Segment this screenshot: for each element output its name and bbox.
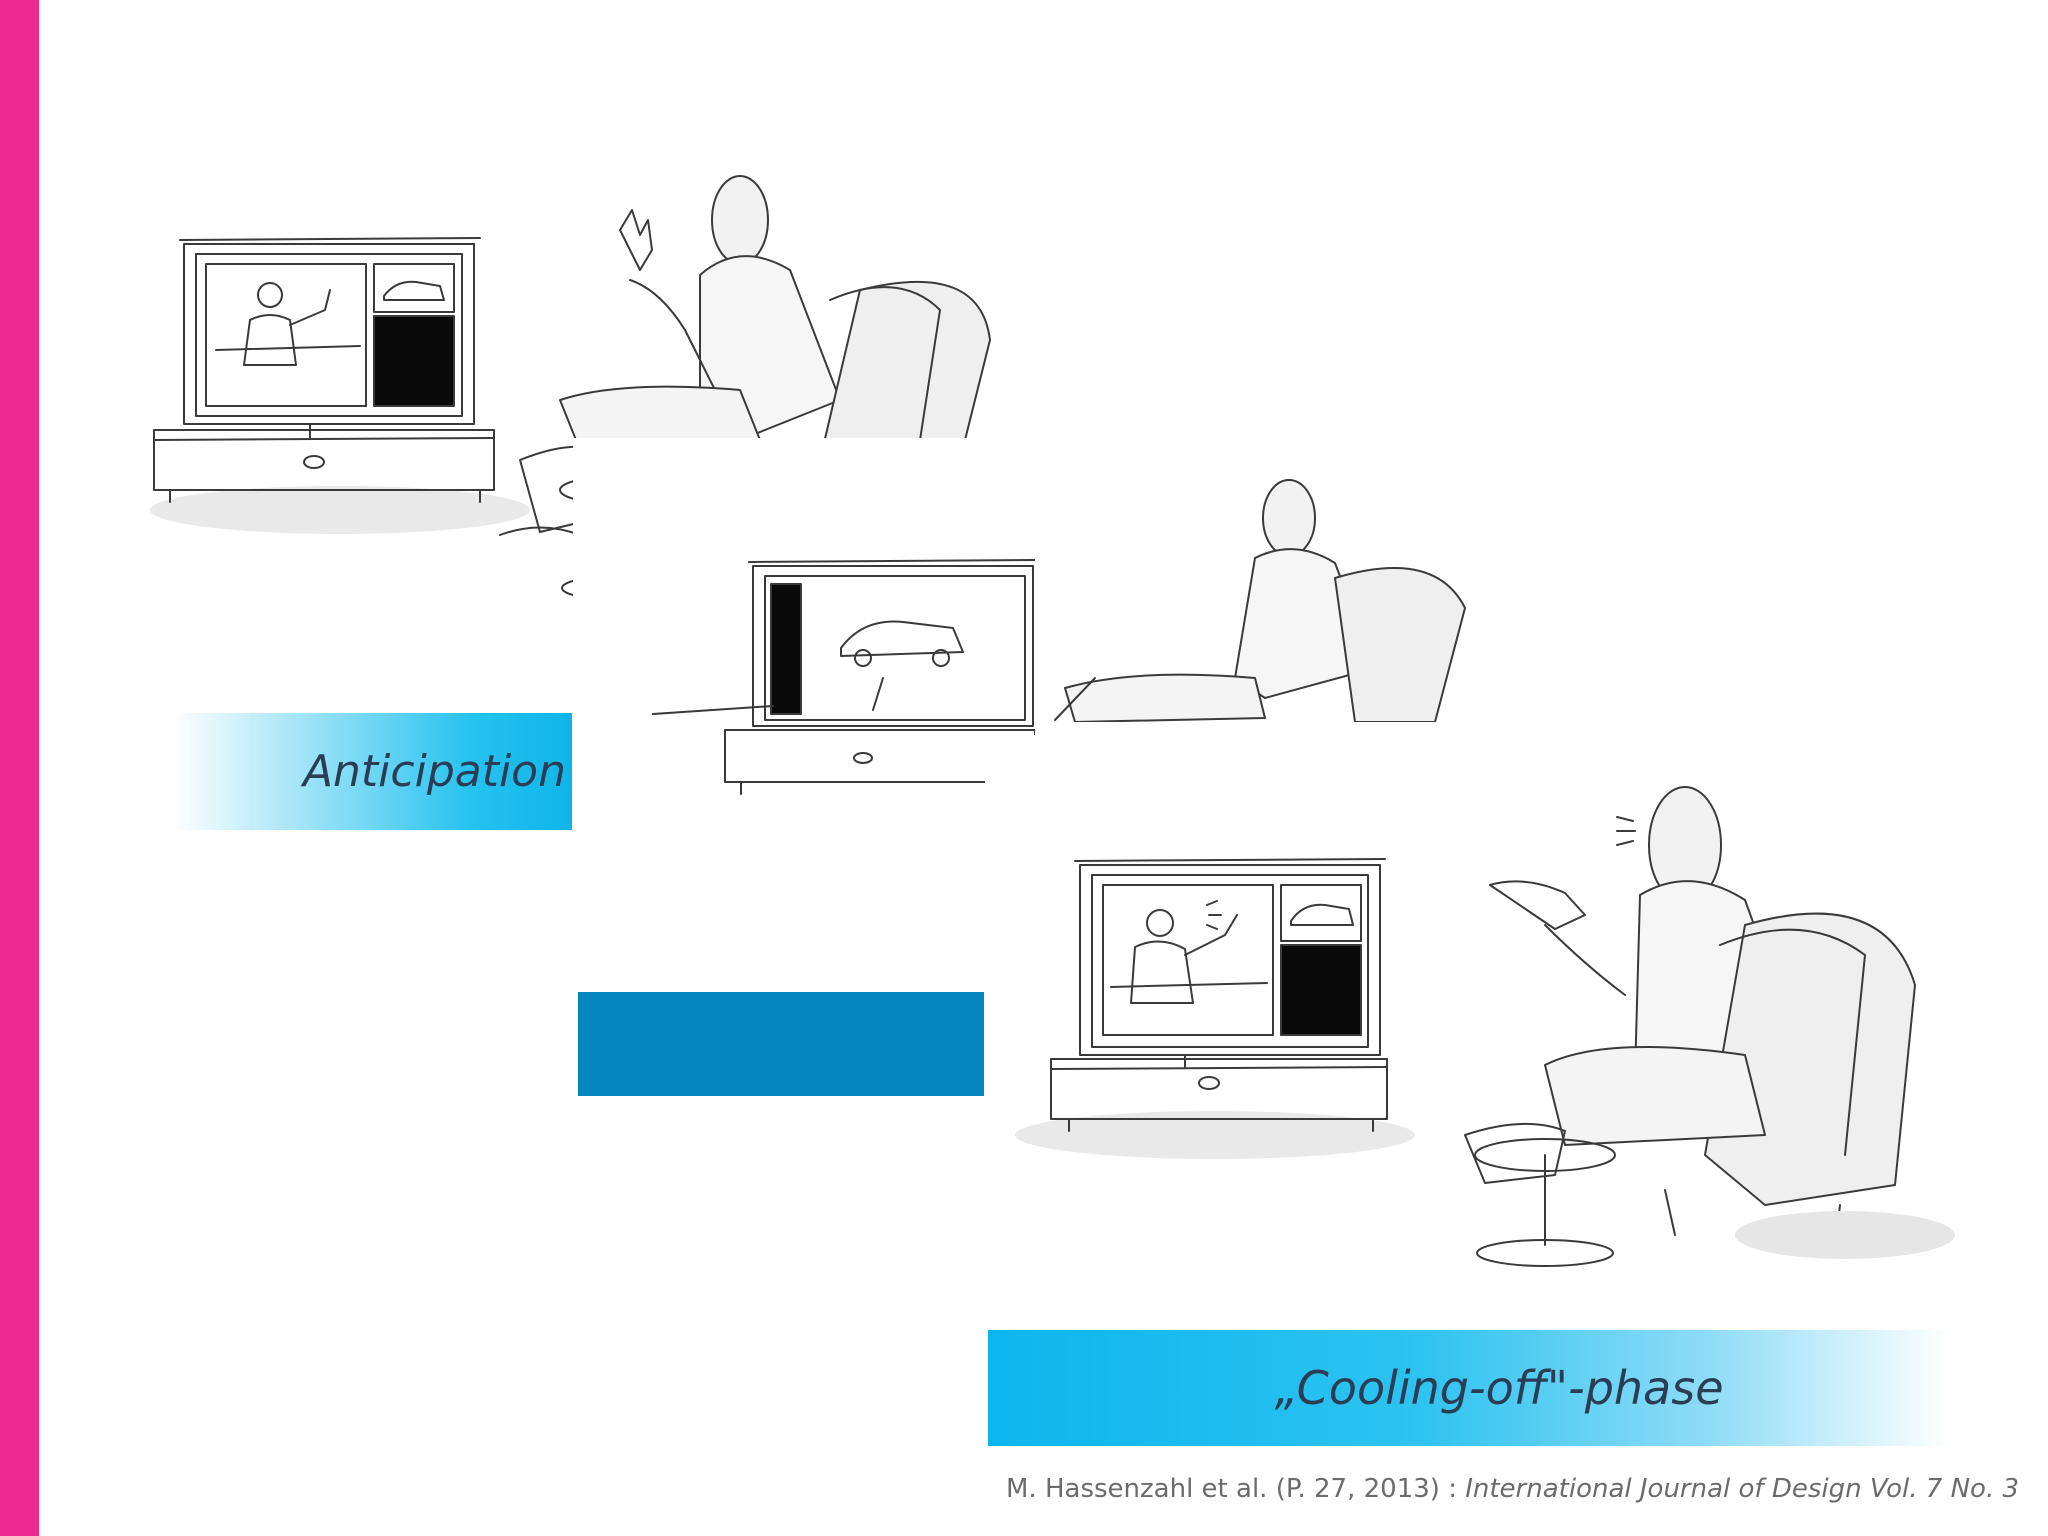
- phase-label-text: „Cooling-off"-phase: [1274, 1361, 1724, 1415]
- citation-journal: International Journal of Design Vol. 7 N…: [1465, 1474, 2020, 1504]
- storyboard-panel-anticipation: [140, 140, 1000, 610]
- phase-label-cooling-off: „Cooling-off"-phase: [988, 1330, 1950, 1446]
- tv-viewer-sketch-icon: [652, 559, 1035, 795]
- storyboard-panel-middle-viewer: [1035, 438, 1475, 722]
- citation-author: M. Hassenzahl et al. (P. 27, 2013) :: [1006, 1474, 1466, 1504]
- storyboard-panel-cooling-off: [985, 735, 1985, 1335]
- storyboard-panel-middle: [573, 438, 1035, 838]
- phase-label-anticipation: Anticipation: [172, 713, 572, 830]
- tv-viewer-sketch-icon: [150, 175, 991, 601]
- tv-viewer-sketch-icon: [1015, 786, 1955, 1267]
- accent-bar: [0, 0, 39, 1536]
- citation: M. Hassenzahl et al. (P. 27, 2013) : Int…: [1006, 1474, 2019, 1504]
- phase-label-middle: [578, 992, 984, 1096]
- tv-viewer-sketch-icon: [1054, 479, 1466, 722]
- phase-label-text: Anticipation: [302, 746, 566, 797]
